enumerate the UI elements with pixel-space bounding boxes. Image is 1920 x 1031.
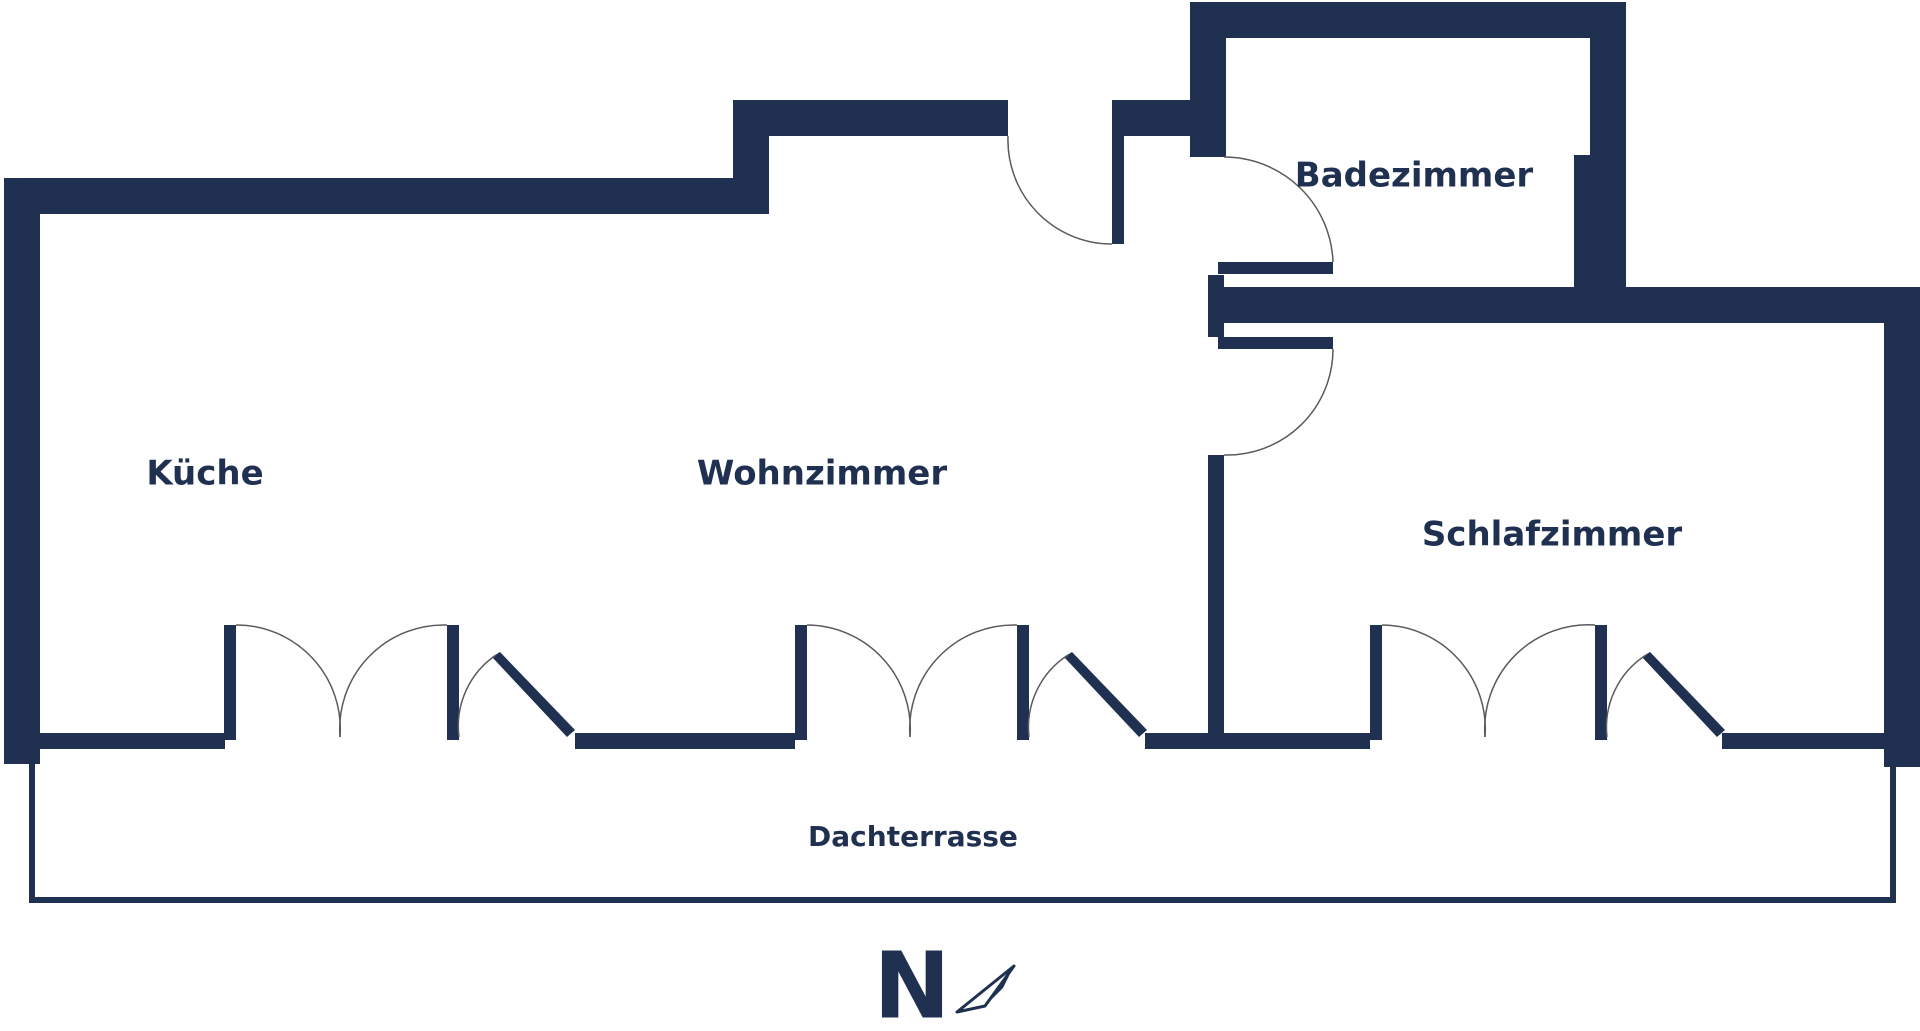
walls <box>4 2 1920 767</box>
room-label-living-room: Wohnzimmer <box>697 454 947 494</box>
wall-bed-door-top <box>1218 337 1333 349</box>
wall-bath-right-inner <box>1574 155 1626 305</box>
room-label-bathroom: Badezimmer <box>1295 156 1534 196</box>
door-arc <box>1605 654 1647 738</box>
door-arc <box>235 624 342 738</box>
door-post <box>1595 625 1607 740</box>
compass-needle-icon <box>955 964 1016 1014</box>
compass-letter: N <box>874 932 951 1031</box>
door-post <box>1370 625 1382 740</box>
door-arc <box>908 624 1018 738</box>
door-post <box>1017 625 1029 740</box>
wall-bottom-3 <box>1145 733 1370 749</box>
wall-bath-bottom <box>1218 262 1333 274</box>
door-arc <box>457 654 497 738</box>
wall-partition <box>1208 455 1224 747</box>
wall-bed-right <box>1884 287 1920 767</box>
room-label-bedroom: Schlafzimmer <box>1422 515 1683 555</box>
door-arcs <box>235 135 1647 738</box>
wall-left <box>4 178 40 764</box>
compass: N <box>874 932 1016 1031</box>
door-arc <box>1381 624 1487 738</box>
wall-bottom-4 <box>1722 733 1887 749</box>
door-arc <box>1483 624 1596 738</box>
wall-bath-left <box>1190 2 1226 157</box>
door-arc-entrance <box>1007 135 1113 245</box>
room-label-kitchen: Küche <box>146 454 263 494</box>
door-arc <box>806 624 912 738</box>
window-leaf <box>492 652 575 737</box>
wall-bath-top <box>1190 2 1626 38</box>
door-post <box>795 625 807 740</box>
door-arc <box>338 624 448 738</box>
terrace-outline <box>29 749 1896 903</box>
wall-bed-top <box>1218 287 1920 323</box>
window-leaf <box>1642 652 1725 737</box>
door-post <box>447 625 459 740</box>
room-label-roof-terrace: Dachterrasse <box>808 820 1018 853</box>
wall-hall-stub <box>1112 128 1124 244</box>
door-arc-bedroom <box>1223 348 1334 456</box>
window-leaf <box>1064 652 1147 737</box>
door-arc <box>1027 654 1069 738</box>
wall-bottom-2 <box>575 733 795 749</box>
wall-top-left <box>4 178 769 214</box>
door-arc-bathroom <box>1223 156 1334 263</box>
wall-bottom-1 <box>40 733 225 749</box>
wall-top-middle <box>733 100 1008 136</box>
door-post <box>224 625 236 740</box>
